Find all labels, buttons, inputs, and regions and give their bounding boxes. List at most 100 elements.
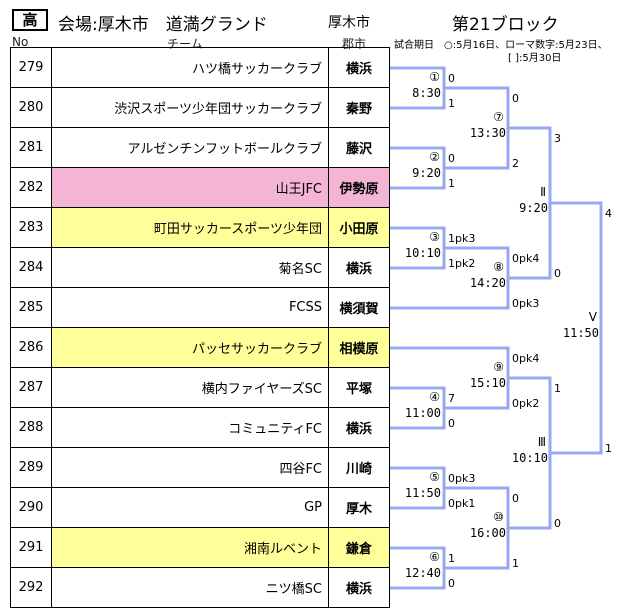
score: 0	[512, 92, 519, 105]
match-time: 16:00	[470, 526, 506, 540]
match-time: 10:10	[405, 246, 441, 260]
score: 0	[448, 417, 455, 430]
schedule-note: 試合期日 ○:5月16日、ローマ数字:5月23日、	[394, 40, 608, 51]
match-time: 10:10	[512, 451, 548, 465]
category-badge: 高	[12, 9, 48, 31]
score: 1	[512, 557, 519, 570]
match-number: Ⅱ	[540, 185, 546, 199]
match-time: 11:00	[405, 406, 441, 420]
row-city: 横浜	[328, 47, 390, 88]
row-team: ハツ橋サッカークラブ	[51, 47, 329, 88]
schedule-note-2: [ ]:5月30日	[508, 53, 562, 64]
match-number: ⑩	[493, 510, 504, 524]
row-team: GP	[51, 487, 329, 528]
row-no: 288	[10, 407, 52, 448]
score: 0	[448, 152, 455, 165]
row-no: 279	[10, 47, 52, 88]
row-no: 284	[10, 247, 52, 288]
match-number: ①	[429, 70, 440, 84]
match-number: ⑥	[429, 550, 440, 564]
score: 1	[448, 177, 455, 190]
score: 0pk4	[512, 352, 539, 365]
row-city: 横浜	[328, 407, 390, 448]
row-team: アルゼンチンフットボールクラブ	[51, 127, 329, 168]
score: 1	[554, 382, 561, 395]
row-team: 横内ファイヤーズSC	[51, 367, 329, 408]
row-team: 町田サッカースポーツ少年団	[51, 207, 329, 248]
score: 0	[448, 577, 455, 590]
match-time: 15:10	[470, 376, 506, 390]
venue-title: 会場:厚木市 道満グランド	[58, 15, 268, 35]
score: 1	[448, 552, 455, 565]
col-header-no: No	[12, 35, 29, 49]
row-no: 290	[10, 487, 52, 528]
score: 2	[512, 157, 519, 170]
row-team: 渋沢スポーツ少年団サッカークラブ	[51, 87, 329, 128]
row-team: ニツ橋SC	[51, 567, 329, 608]
score: 0pk1	[448, 497, 475, 510]
score: 0	[554, 517, 561, 530]
score: 0	[512, 492, 519, 505]
match-time: 9:20	[519, 201, 548, 215]
match-number: Ⅴ	[589, 310, 598, 324]
score: 1pk3	[448, 232, 475, 245]
match-time: 9:20	[412, 166, 441, 180]
match-number: ③	[429, 230, 440, 244]
row-team: 湘南ルベント	[51, 527, 329, 568]
row-no: 289	[10, 447, 52, 488]
score: 0pk2	[512, 397, 539, 410]
row-city: 鎌倉	[328, 527, 390, 568]
row-city: 横浜	[328, 247, 390, 288]
score: 0	[448, 72, 455, 85]
match-number: ⑨	[493, 360, 504, 374]
match-time: 11:50	[563, 326, 599, 340]
row-team: 四谷FC	[51, 447, 329, 488]
match-time: 12:40	[405, 566, 441, 580]
match-number: ⑧	[493, 260, 504, 274]
row-city: 藤沢	[328, 127, 390, 168]
match-number: ②	[429, 150, 440, 164]
match-time: 14:20	[470, 276, 506, 290]
row-city: 秦野	[328, 87, 390, 128]
row-city: 厚木	[328, 487, 390, 528]
row-no: 283	[10, 207, 52, 248]
score: 0pk3	[448, 472, 475, 485]
score: 0pk4	[512, 252, 539, 265]
row-city: 平塚	[328, 367, 390, 408]
row-city: 小田原	[328, 207, 390, 248]
venue-city: 厚木市	[328, 15, 370, 31]
score: 7	[448, 392, 455, 405]
row-city: 横浜	[328, 567, 390, 608]
score: 0	[554, 267, 561, 280]
score: 1pk2	[448, 257, 475, 270]
score: 4	[605, 207, 612, 220]
match-number: ⑦	[493, 110, 504, 124]
match-time: 11:50	[405, 486, 441, 500]
row-no: 287	[10, 367, 52, 408]
row-no: 291	[10, 527, 52, 568]
row-team: 山王JFC	[51, 167, 329, 208]
score: 1	[605, 442, 612, 455]
score: 3	[554, 132, 561, 145]
bracket-line	[550, 201, 603, 455]
block-title: 第21ブロック	[452, 15, 559, 35]
score: 1	[448, 97, 455, 110]
match-time: 13:30	[470, 126, 506, 140]
score: 0pk3	[512, 297, 539, 310]
row-city: 伊勢原	[328, 167, 390, 208]
row-city: 横須賀	[328, 287, 390, 328]
match-number: Ⅲ	[538, 435, 546, 449]
